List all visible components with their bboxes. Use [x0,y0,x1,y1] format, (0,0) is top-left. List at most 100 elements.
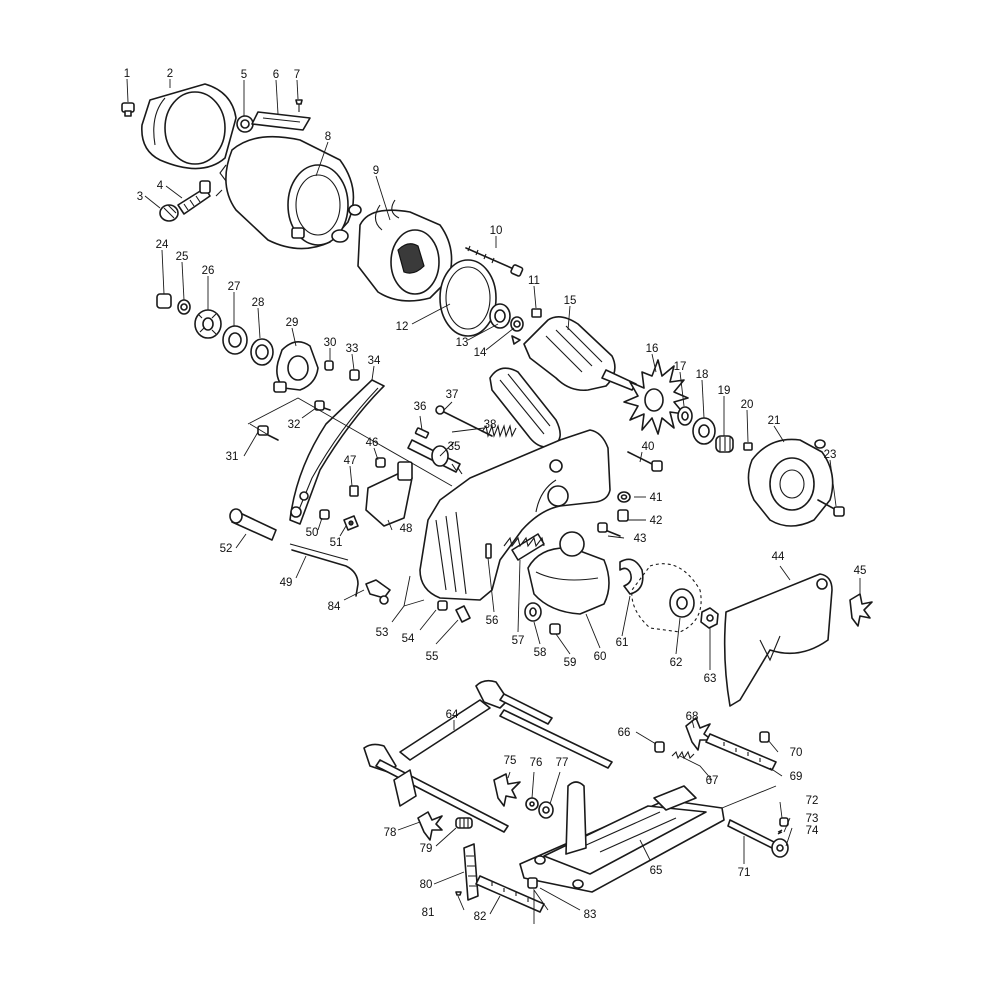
part-17-washer [677,406,693,426]
callout-45: 45 [854,565,867,577]
callout-14: 14 [474,347,487,359]
part-66-screw [654,741,665,753]
callout-59: 59 [564,657,577,669]
part-38-spring [481,424,517,438]
callout-61: 61 [616,637,629,649]
callout-4: 4 [157,180,164,192]
part-16-fan [623,359,689,435]
parts-layer [121,83,873,913]
callout-77: 77 [556,757,569,769]
callout-36: 36 [414,401,427,413]
callout-82: 82 [474,911,487,923]
callout-42: 42 [650,515,663,527]
callout-20: 20 [741,399,754,411]
part-84-cord-clamp [365,579,391,605]
callout-38: 38 [484,419,497,431]
saw-main-body [419,429,611,601]
callout-8: 8 [325,131,331,143]
callout-23: 23 [824,449,837,461]
callout-26: 26 [202,265,215,277]
callout-81: 81 [422,907,435,919]
callout-73: 73 [806,813,819,825]
part-75-wing-bolt [493,773,521,807]
part-44-safety-cover [723,573,833,707]
part-78-wing-bolt [417,811,443,841]
part-10-screw [465,245,524,277]
callout-35: 35 [448,441,461,453]
part-8-motor-housing [215,135,355,250]
part-31-screw [257,425,279,441]
part-49-lever-rod [289,543,359,597]
part-69-guide-bracket [705,733,777,771]
callout-29: 29 [286,317,299,329]
callout-11: 11 [528,275,540,287]
part-61-retaining-ring [619,558,644,595]
callout-5: 5 [241,69,247,81]
callout-9: 9 [373,165,379,177]
callout-31: 31 [226,451,239,463]
callout-7: 7 [294,69,300,81]
callout-72: 72 [806,795,819,807]
callout-58: 58 [534,647,547,659]
callout-15: 15 [564,295,577,307]
callout-50: 50 [306,527,319,539]
callout-68: 68 [686,711,699,723]
part-56-pin [485,543,492,559]
part-50-screw [319,509,330,520]
callout-64: 64 [446,709,459,721]
callout-16: 16 [646,343,659,355]
callout-76: 76 [530,757,543,769]
part-67-spring [671,750,695,760]
part-43-screw [597,522,621,537]
part-27-bearing [222,325,248,355]
part-23-screw [817,499,845,517]
part-42-screw [617,509,629,522]
part-73-spring [777,829,783,835]
part-3-brush-cap [159,204,179,222]
part-5-ring [236,115,254,133]
callout-51: 51 [330,537,343,549]
callout-78: 78 [384,827,397,839]
callout-49: 49 [280,577,293,589]
callout-74: 74 [806,825,819,837]
part-46-screw [375,457,386,468]
callout-75: 75 [504,755,517,767]
callout-13: 13 [456,337,469,349]
callout-80: 80 [420,879,433,891]
callout-62: 62 [670,657,683,669]
part-2-end-cap [141,83,237,170]
callout-27: 27 [228,281,241,293]
part-36-key [414,427,430,439]
callout-12: 12 [396,321,409,333]
part-12-baffle-ring [439,259,497,337]
part-26-spiral-gear [194,309,222,339]
part-52-pivot-pin [229,508,277,541]
part-62-inner-flange [669,588,695,618]
part-21-gear-housing [747,438,834,527]
part-20-key [743,442,753,451]
callout-65: 65 [650,865,663,877]
handle-grip [489,367,561,448]
part-18-ball-bearing [692,417,716,445]
callout-19: 19 [718,385,731,397]
callout-labels: 1 2 3 4 5 6 7 8 9 10 11 12 13 14 15 16 1… [124,68,867,923]
part-15-armature [511,316,637,392]
callout-3: 3 [137,191,143,203]
callout-17: 17 [674,361,687,373]
part-41-washer [617,491,631,503]
part-76-washer [525,797,539,811]
callout-25: 25 [176,251,189,263]
part-19-needle-bearing [715,435,734,453]
part-25-ring [177,299,191,315]
callout-55: 55 [426,651,439,663]
callout-6: 6 [273,69,279,81]
callout-40: 40 [642,441,655,453]
callout-24: 24 [156,239,169,251]
part-70-screw [759,731,770,743]
callout-60: 60 [594,651,607,663]
callout-1: 1 [124,68,130,80]
part-9-field-stator [331,199,453,302]
callout-70: 70 [790,747,803,759]
callout-47: 47 [344,455,357,467]
